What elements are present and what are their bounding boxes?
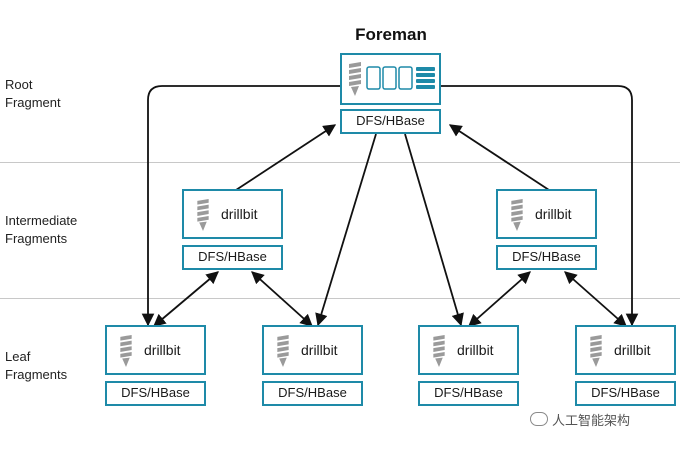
layer-label-root: Root Fragment [5, 77, 61, 110]
node-label: drillbit [221, 206, 258, 222]
intermediate-node-right: drillbit [496, 189, 597, 239]
intermediate-storage-left: DFS/HBase [182, 245, 283, 270]
leaf-node-4: drillbit [575, 325, 676, 375]
drill-bit-icon [590, 334, 602, 368]
drill-bit-icon [511, 198, 523, 232]
drill-bit-icon [433, 334, 445, 368]
storage-label: DFS/HBase [121, 385, 190, 400]
leaf-storage-3: DFS/HBase [418, 381, 519, 406]
node-label: drillbit [144, 342, 181, 358]
drill-bit-icon [120, 334, 132, 368]
arrow-leaf-4-intermediate [564, 271, 627, 327]
arrow-leaf-3-intermediate [468, 271, 531, 327]
leaf-storage-4: DFS/HBase [575, 381, 676, 406]
arrow-leaf-2-intermediate [251, 271, 313, 327]
foreman-node [340, 53, 441, 105]
layer-divider-bottom [0, 298, 680, 299]
storage-label: DFS/HBase [591, 385, 660, 400]
node-label: drillbit [614, 342, 651, 358]
intermediate-storage-right: DFS/HBase [496, 245, 597, 270]
storage-label: DFS/HBase [278, 385, 347, 400]
drill-bit-icon [349, 62, 361, 96]
arrow-foreman-to-leaf-4 [441, 85, 639, 327]
foreman-storage: DFS/HBase [340, 109, 441, 134]
watermark-text: 人工智能架构 [552, 413, 631, 428]
arrow-inter-left-to-foreman [235, 124, 337, 191]
leaf-storage-1: DFS/HBase [105, 381, 206, 406]
leaf-node-3: drillbit [418, 325, 519, 375]
leaf-storage-2: DFS/HBase [262, 381, 363, 406]
storage-label: DFS/HBase [356, 113, 425, 128]
drill-bit-icon [197, 198, 209, 232]
arrow-foreman-to-leaf-3 [404, 133, 464, 327]
chat-icon [530, 412, 548, 426]
foreman-title: Foreman [355, 25, 427, 44]
layer-label-leaf: Leaf Fragments [5, 349, 68, 382]
arrow-inter-right-to-foreman [448, 124, 550, 191]
leaf-node-1: drillbit [105, 325, 206, 375]
watermark: 人工智能架构 [530, 410, 630, 429]
leaf-node-2: drillbit [262, 325, 363, 375]
storage-label: DFS/HBase [512, 249, 581, 264]
storage-label: DFS/HBase [434, 385, 503, 400]
layer-divider-top [0, 162, 680, 163]
node-label: drillbit [457, 342, 494, 358]
intermediate-node-left: drillbit [182, 189, 283, 239]
node-label: drillbit [301, 342, 338, 358]
drill-bit-icon [277, 334, 289, 368]
storage-label: DFS/HBase [198, 249, 267, 264]
layer-label-intermediate: Intermediate Fragments [5, 213, 78, 246]
arrow-foreman-to-leaf-1 [141, 85, 340, 327]
arrow-leaf-1-intermediate [153, 271, 219, 327]
node-label: drillbit [535, 206, 572, 222]
arrow-foreman-to-leaf-2 [315, 133, 377, 327]
foreman-panel-icon [366, 65, 438, 98]
